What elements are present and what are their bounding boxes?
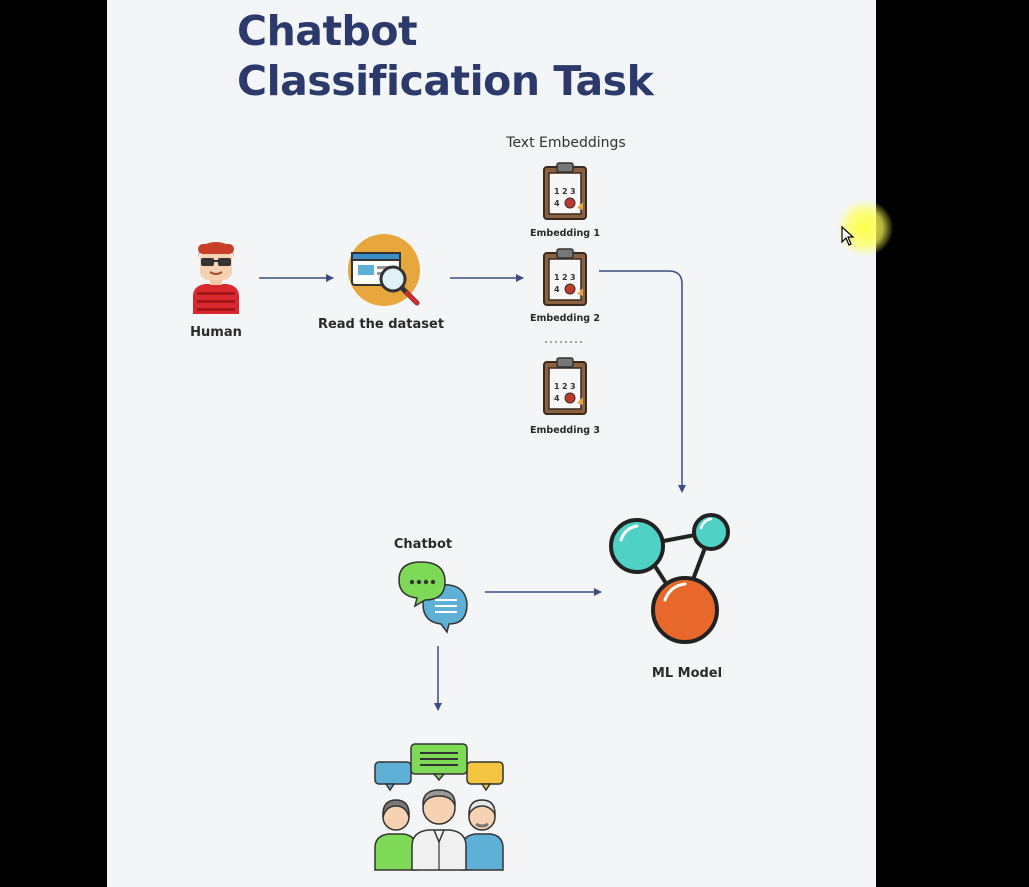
- text-embeddings-label: Text Embeddings: [506, 135, 626, 151]
- clipboard-digit: 4: [554, 199, 560, 208]
- clipboard-digit: 4: [554, 285, 560, 294]
- chatbot-bubbles-icon: [398, 561, 468, 634]
- dataset-search-icon: [348, 234, 420, 306]
- clipboard-digit: 3: [570, 187, 576, 196]
- clipboard-digit: 3: [570, 273, 576, 282]
- ellipsis-divider: [545, 341, 585, 343]
- ml-model-label: ML Model: [651, 666, 723, 681]
- title-line-2: Classification Task: [237, 57, 654, 105]
- ml-model-icon: [609, 513, 730, 644]
- embedding-1-label: Embedding 1: [530, 228, 600, 239]
- flow-arrows: [259, 270, 686, 711]
- arrow-embeddings-to-model: [599, 270, 686, 493]
- clipboard-digit: 2: [562, 382, 568, 391]
- clipboard-digit: 1: [554, 382, 560, 391]
- clipboard-icon: 1 2 3 4: [543, 162, 587, 220]
- cursor-highlight: [837, 200, 893, 256]
- slide-title: Chatbot Classification Task: [237, 6, 654, 106]
- clipboard-digit: 2: [562, 187, 568, 196]
- embedding-3-label: Embedding 3: [530, 425, 600, 436]
- human-label: Human: [190, 325, 242, 340]
- clipboard-digit: 3: [570, 382, 576, 391]
- embedding-2-label: Embedding 2: [530, 313, 600, 324]
- clipboard-digit: 1: [554, 187, 560, 196]
- clipboard-icon: 1 2 3 4: [543, 357, 587, 415]
- users-group-icon: [374, 743, 504, 871]
- mouse-cursor-icon: [841, 225, 855, 246]
- read-dataset-label: Read the dataset: [317, 317, 445, 332]
- clipboard-digit: 4: [554, 394, 560, 403]
- chatbot-label: Chatbot: [393, 537, 453, 552]
- clipboard-icon: 1 2 3 4: [543, 248, 587, 306]
- human-icon: [193, 242, 239, 314]
- slide: Chatbot Classification Task Human Read t…: [107, 0, 876, 887]
- title-line-1: Chatbot: [237, 7, 418, 55]
- clipboard-digit: 1: [554, 273, 560, 282]
- clipboard-digit: 2: [562, 273, 568, 282]
